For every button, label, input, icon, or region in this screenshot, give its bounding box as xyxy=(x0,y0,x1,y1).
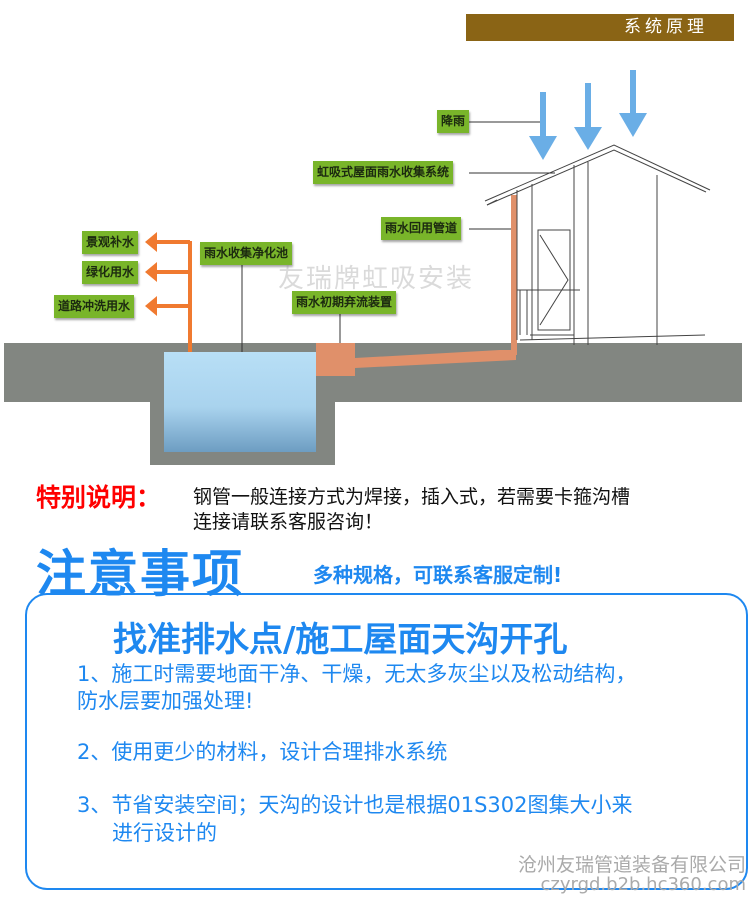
notice-box xyxy=(25,593,748,890)
label-road-washing: 道路冲洗用水 xyxy=(54,295,135,318)
rain-arrow-icon xyxy=(619,70,647,137)
notice-heading: 找准排水点/施工屋面天沟开孔 xyxy=(113,620,568,660)
arrow-left-icon xyxy=(145,232,157,252)
watermark: 友瑞牌虹吸安装 xyxy=(278,264,475,294)
special-note-line2: 连接请联系客服咨询！ xyxy=(193,511,384,533)
notice-item-3-line2: 进行设计的 xyxy=(112,821,217,845)
special-note-label: 特别说明： xyxy=(36,483,162,512)
leader-lines xyxy=(241,121,555,352)
downpipe xyxy=(511,195,517,355)
label-greening: 绿化用水 xyxy=(82,261,139,284)
special-note-line1: 钢管一般连接方式为焊接，插入式，若需要卡箍沟槽 xyxy=(193,486,631,508)
rain-arrows xyxy=(529,70,647,160)
reuse-arrows xyxy=(145,232,192,352)
rain-arrow-icon xyxy=(529,92,557,160)
label-landscape: 景观补水 xyxy=(82,231,139,254)
rainwater-system-diagram xyxy=(4,70,742,465)
notice-item-3-line1: 3、节省安装空间；天沟的设计也是根据01S302图集大小来 xyxy=(77,793,633,817)
label-siphon-system: 虹吸式屋面雨水收集系统 xyxy=(313,161,454,184)
rain-arrow-icon xyxy=(574,83,602,150)
section-title: 系统原理 xyxy=(466,14,734,41)
arrow-left-icon xyxy=(145,262,157,282)
notice-item-2: 2、使用更少的材料，设计合理排水系统 xyxy=(77,740,448,764)
company-name: 沧州友瑞管道装备有限公司 xyxy=(517,854,746,876)
label-initial-flow-device: 雨水初期弃流装置 xyxy=(292,291,397,314)
notice-item-1-line2: 防水层要加强处理! xyxy=(77,689,254,713)
label-purify-pool: 雨水收集净化池 xyxy=(200,242,293,265)
collection-pool-water xyxy=(164,352,316,452)
label-rain: 降雨 xyxy=(437,110,470,133)
reuse-pipe xyxy=(355,350,516,368)
label-reuse-pipe: 雨水回用管道 xyxy=(381,217,462,240)
house xyxy=(484,144,711,345)
arrow-left-icon xyxy=(145,296,157,316)
initial-flow-device-box xyxy=(316,343,355,376)
notice-item-1-line1: 1、施工时需要地面干净、干燥，无太多灰尘以及松动结构， xyxy=(77,662,637,686)
custom-spec-text: 多种规格，可联系客服定制! xyxy=(313,563,563,587)
company-url: czyrgd.b2b.hc360.com xyxy=(540,874,746,895)
